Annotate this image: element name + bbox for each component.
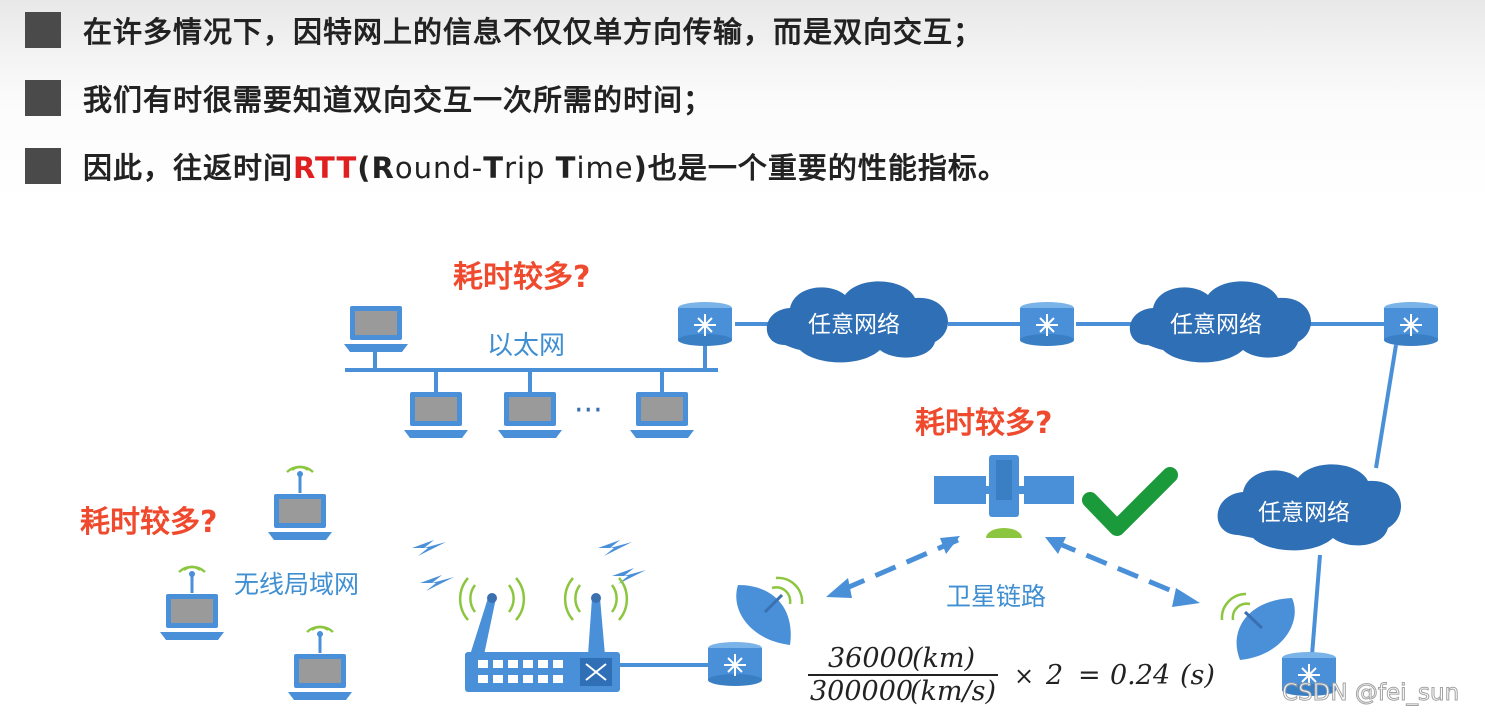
router-ethernet-gateway bbox=[677, 301, 733, 347]
question-satellite: 耗时较多? bbox=[915, 406, 1052, 441]
time-capital: T bbox=[555, 151, 577, 185]
t-capital: T bbox=[483, 151, 505, 185]
r-rest: ound- bbox=[394, 151, 484, 185]
satellite-link-label: 卫星链路 bbox=[946, 582, 1046, 611]
formula-numerator-unit: (km) bbox=[912, 643, 975, 674]
formula-numerator: 36000 bbox=[828, 643, 914, 674]
cloud-label-1: 任意网络 bbox=[808, 312, 900, 338]
router-right-top bbox=[1383, 301, 1439, 347]
satellite-icon bbox=[934, 455, 1074, 538]
watermark: CSDN @fei_sun bbox=[1282, 680, 1459, 706]
bullet-3-suffix: 也是一个重要的性能指标。 bbox=[647, 151, 1008, 185]
satellite-dish-right-icon bbox=[1220, 592, 1295, 660]
cloud-network-3: 任意网络 bbox=[1217, 464, 1402, 551]
r-capital: R bbox=[371, 151, 395, 185]
ethernet-dots: ··· bbox=[574, 393, 603, 428]
bullet-row-1: 在许多情况下，因特网上的信息不仅仅单方向传输，而是双向交互； bbox=[25, 8, 983, 52]
question-ethernet: 耗时较多? bbox=[453, 260, 590, 295]
satellite-link-arrows bbox=[826, 536, 1200, 607]
router-wlan-gateway bbox=[707, 641, 763, 687]
wireless-signal-icon bbox=[412, 540, 646, 591]
propagation-formula: 36000 (km) 300000 (km/s) × 2 = 0.24 (s) bbox=[808, 643, 1215, 707]
wlan-label: 无线局域网 bbox=[234, 570, 359, 599]
bullet-square-icon bbox=[25, 148, 61, 184]
wireless-access-point-icon bbox=[458, 577, 629, 692]
ethernet-laptop-3 bbox=[630, 392, 694, 438]
router-middle bbox=[1019, 301, 1075, 347]
bullet-square-icon bbox=[25, 80, 61, 116]
bullet-square-icon bbox=[25, 12, 61, 48]
cloud-network-1: 任意网络 bbox=[766, 281, 949, 363]
cloud-label-2: 任意网络 bbox=[1170, 312, 1262, 338]
rtt-term: RTT bbox=[293, 151, 358, 185]
question-wlan: 耗时较多? bbox=[80, 505, 217, 540]
formula-times: × bbox=[1014, 662, 1034, 690]
formula-result-unit: (s) bbox=[1180, 660, 1215, 691]
check-icon bbox=[1082, 467, 1178, 536]
formula-equals: = bbox=[1078, 660, 1101, 691]
link-lines bbox=[345, 322, 1398, 667]
bullet-text-1: 在许多情况下，因特网上的信息不仅仅单方向传输，而是双向交互； bbox=[83, 15, 984, 49]
bullet-row-3: 因此，往返时间RTT(Round-Trip Time)也是一个重要的性能指标。 bbox=[25, 144, 1008, 188]
ethernet-laptop-top bbox=[344, 306, 408, 352]
time-rest: ime bbox=[576, 151, 634, 185]
cloud-network-2: 任意网络 bbox=[1129, 281, 1312, 363]
wlan-laptop-left bbox=[160, 565, 224, 640]
paren-close: ) bbox=[633, 151, 648, 185]
wlan-laptop-bottom bbox=[288, 625, 352, 700]
t-rest: rip bbox=[504, 151, 556, 185]
paren-open: ( bbox=[357, 151, 372, 185]
formula-denominator: 300000 bbox=[810, 676, 913, 707]
bullet-text-2: 我们有时很需要知道双向交互一次所需的时间； bbox=[83, 83, 714, 117]
ethernet-label: 以太网 bbox=[487, 331, 565, 361]
formula-result: 0.24 bbox=[1110, 660, 1170, 691]
ethernet-laptop-1 bbox=[404, 392, 468, 438]
ethernet-laptop-2 bbox=[498, 392, 562, 438]
satellite-dish-left-icon bbox=[736, 576, 804, 645]
formula-denominator-unit: (km/s) bbox=[910, 676, 996, 707]
wlan-laptop-top bbox=[268, 465, 332, 540]
bullet-row-2: 我们有时很需要知道双向交互一次所需的时间； bbox=[25, 76, 713, 120]
formula-multiplier: 2 bbox=[1045, 660, 1063, 691]
cloud-label-3: 任意网络 bbox=[1258, 500, 1350, 526]
bullet-3-prefix: 因此，往返时间 bbox=[83, 151, 294, 185]
bullet-text-3: 因此，往返时间RTT(Round-Trip Time)也是一个重要的性能指标。 bbox=[83, 145, 1008, 187]
